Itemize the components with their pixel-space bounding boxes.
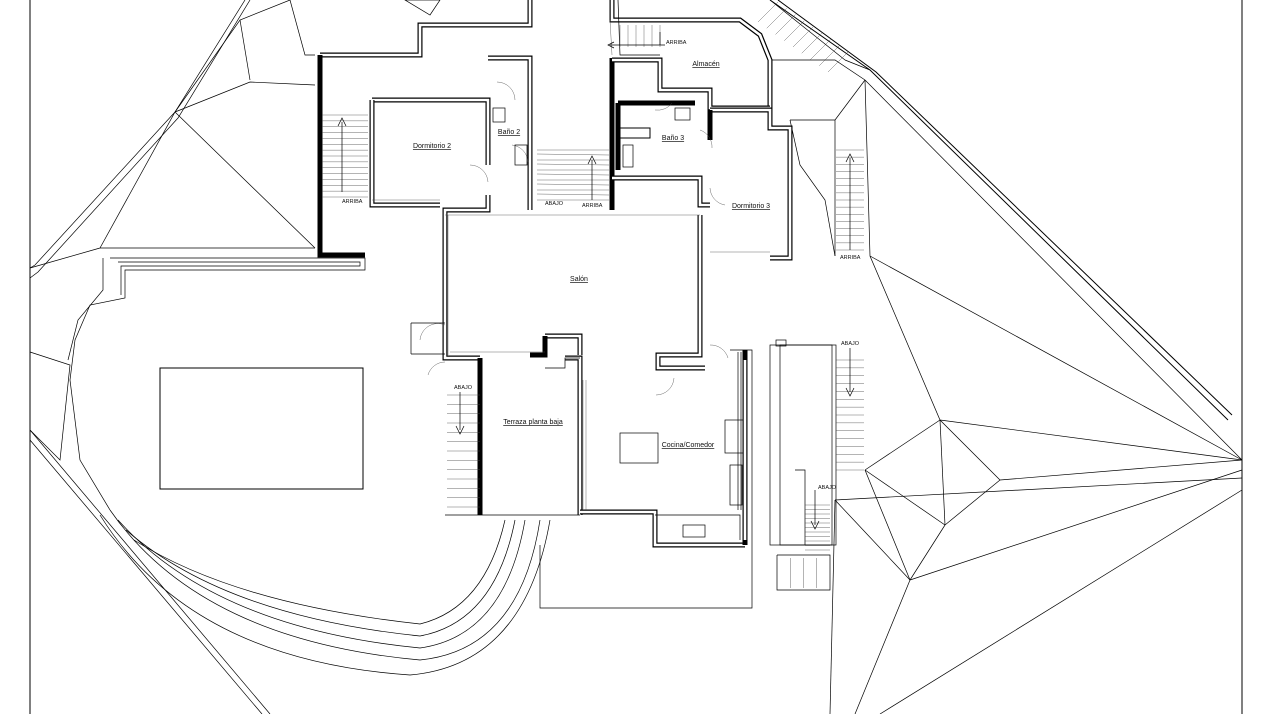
room-label-dormitorio-3: Dormitorio 3 — [732, 203, 770, 210]
building-walls — [317, 0, 793, 548]
room-label-salon: Salón — [570, 276, 588, 283]
stair-tread — [827, 51, 849, 73]
stair-tread — [757, 1, 779, 23]
stair-tread — [775, 14, 796, 35]
stair-tread — [810, 39, 831, 60]
stair-central — [536, 149, 610, 201]
stair-tread — [536, 193, 610, 196]
stair-tread — [801, 33, 822, 54]
room-label-bano-2: Baño 2 — [498, 129, 520, 136]
note-abajo-right: ABAJO — [841, 341, 860, 347]
stair-left-upper — [322, 114, 368, 198]
stair-arrows — [337, 32, 855, 530]
dining-table — [619, 432, 659, 464]
room-label-cocina: Cocina/Comedor — [662, 442, 715, 449]
stair-top-right — [757, 1, 849, 73]
note-arriba-left: ARRIBA — [342, 199, 363, 205]
stair-terrace — [447, 394, 480, 508]
stair-notes: ARRIBA ARRIBA ABAJO ARRIBA ARRIBA ABAJO … — [342, 40, 861, 491]
note-abajo-terrace: ABAJO — [454, 385, 473, 391]
stair-tread — [819, 45, 840, 66]
room-labels: Almacén Dormitorio 2 Baño 2 Baño 3 Dormi… — [413, 61, 770, 449]
interior-details — [372, 0, 837, 609]
swimming-pool — [159, 367, 364, 490]
stair-tread — [536, 153, 610, 156]
stair-tread — [536, 173, 610, 176]
pool-terrace — [67, 257, 551, 676]
plot-boundary — [29, 0, 1243, 714]
stair-tread — [784, 20, 805, 41]
room-label-terraza: Terraza planta baja — [503, 419, 563, 426]
room-label-dormitorio-2: Dormitorio 2 — [413, 143, 451, 150]
site-lines-left — [29, 0, 441, 714]
stair-tread — [536, 163, 610, 166]
stair-far-bottom — [776, 558, 831, 588]
site-lines-right — [769, 0, 1243, 714]
note-arriba-almacen: ARRIBA — [666, 40, 687, 46]
room-label-almacen: Almacén — [692, 61, 719, 68]
note-abajo-central: ABAJO — [545, 201, 564, 207]
stair-tread — [766, 8, 787, 29]
stairs — [322, 1, 864, 588]
room-label-bano-3: Baño 3 — [662, 135, 684, 142]
stair-tread — [792, 26, 814, 48]
stair-almacen — [619, 25, 661, 47]
stair-right-bottom — [805, 504, 830, 551]
note-abajo-bottom: ABAJO — [818, 485, 837, 491]
note-arriba-central: ARRIBA — [582, 203, 603, 209]
stair-tread — [536, 183, 610, 186]
note-arriba-right: ARRIBA — [840, 255, 861, 261]
